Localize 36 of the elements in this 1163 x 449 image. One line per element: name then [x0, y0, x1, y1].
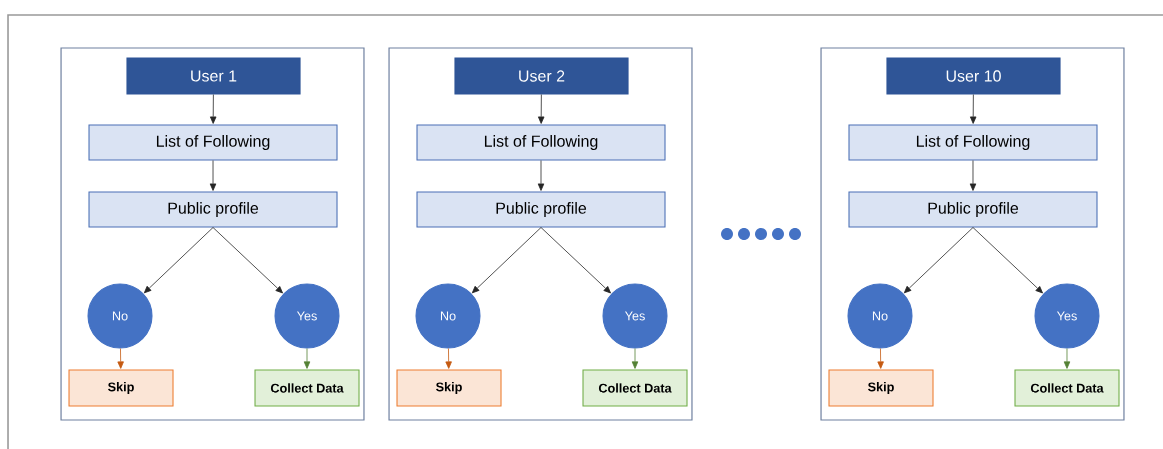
- outcome-box: Skip: [396, 369, 502, 407]
- panel-frame: [60, 47, 365, 421]
- process-box: Public profile: [88, 191, 338, 228]
- outcome-box: Collect Data: [254, 369, 360, 407]
- arrow: [1063, 348, 1071, 369]
- arrow: [969, 160, 977, 191]
- arrow: [877, 348, 884, 369]
- process-box: List of Following: [88, 124, 338, 161]
- arrow: [537, 94, 545, 124]
- process-box: List of Following: [848, 124, 1098, 161]
- arrow: [209, 160, 217, 191]
- arrow: [631, 348, 639, 369]
- outcome-box: Collect Data: [582, 369, 688, 407]
- process-box: Public profile: [416, 191, 666, 228]
- arrow: [969, 94, 977, 124]
- process-box: List of Following: [416, 124, 666, 161]
- arrow: [471, 227, 542, 294]
- process-box: Public profile: [848, 191, 1098, 228]
- arrow: [540, 227, 611, 294]
- panel-frame: [820, 47, 1125, 421]
- panel-frame: [388, 47, 693, 421]
- user-box: User 1: [126, 57, 301, 95]
- arrow: [212, 227, 283, 294]
- arrow: [972, 227, 1043, 294]
- user-box: User 10: [886, 57, 1061, 95]
- arrow: [117, 348, 124, 369]
- outcome-box: Skip: [68, 369, 174, 407]
- arrow: [445, 348, 452, 369]
- arrow: [143, 227, 214, 294]
- arrow: [209, 94, 217, 124]
- outcome-box: Collect Data: [1014, 369, 1120, 407]
- user-box: User 2: [454, 57, 629, 95]
- outcome-box: Skip: [828, 369, 934, 407]
- arrow: [903, 227, 974, 294]
- arrow: [303, 348, 311, 369]
- arrow: [537, 160, 545, 191]
